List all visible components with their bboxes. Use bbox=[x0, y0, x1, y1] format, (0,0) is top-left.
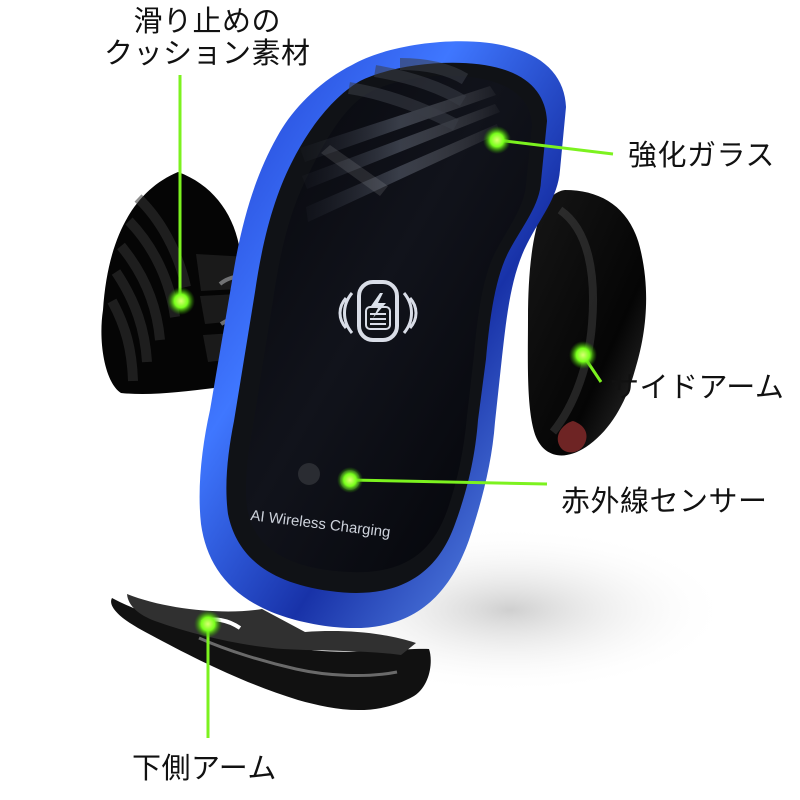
right-side-arm-shine bbox=[549, 206, 598, 435]
lower-arm-label: 下側アーム bbox=[132, 751, 277, 785]
lower-support-arm bbox=[111, 598, 431, 711]
right-side-arm bbox=[527, 190, 647, 456]
ir-sensor-left bbox=[298, 463, 320, 485]
tempered-glass-label: 強化ガラス bbox=[628, 138, 775, 172]
side-arm-callout-dot bbox=[569, 341, 597, 369]
infrared-sensor-label: 赤外線センサー bbox=[561, 484, 768, 518]
left-clip-ridges bbox=[107, 194, 191, 382]
cushion-callout-dot bbox=[167, 287, 195, 315]
ir-callout-dot bbox=[337, 467, 363, 493]
lower-support-arm-edge bbox=[198, 636, 398, 678]
glass-reflection-2 bbox=[321, 145, 388, 196]
side-arm-label: サイドアーム bbox=[610, 370, 785, 404]
wireless-charging-icon bbox=[338, 280, 418, 342]
right-side-arm-joint bbox=[557, 421, 587, 453]
glass-reflection-1 bbox=[300, 86, 500, 222]
lower-arm-callout-dot bbox=[194, 610, 222, 638]
cushion-material-label: 滑り止めの クッション素材 bbox=[104, 4, 311, 70]
ir-callout-line bbox=[349, 478, 548, 486]
glass-callout-line bbox=[496, 138, 614, 156]
top-grip-ridges bbox=[348, 58, 469, 131]
lower-support-arm-top bbox=[127, 594, 416, 655]
glass-callout-dot bbox=[483, 126, 511, 154]
